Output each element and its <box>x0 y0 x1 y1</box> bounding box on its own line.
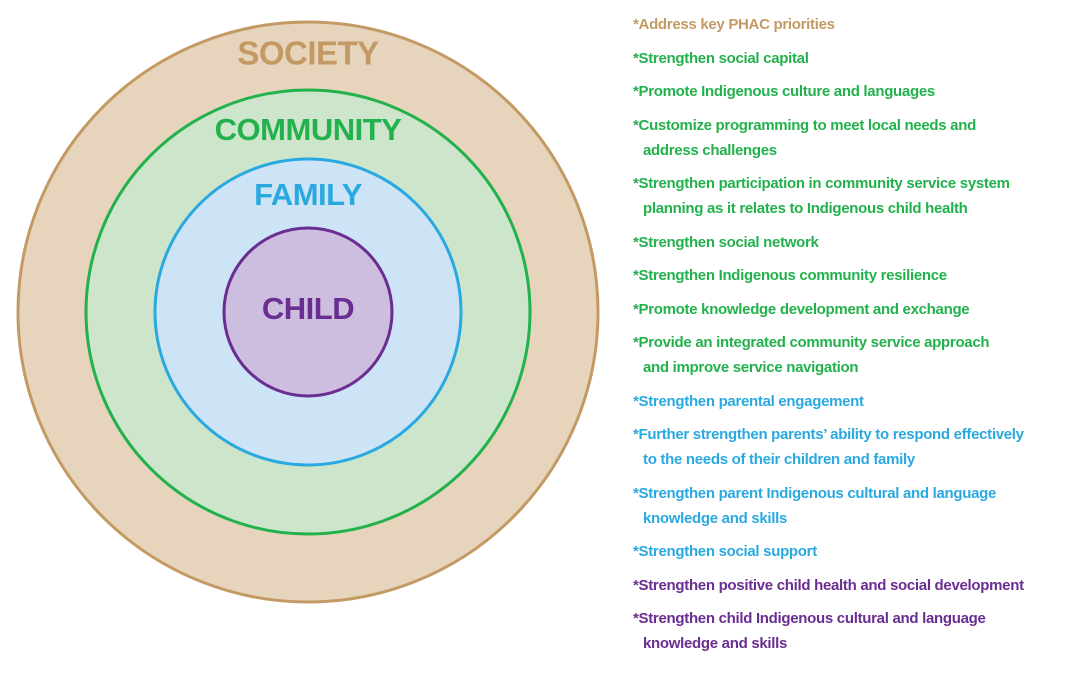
priority-item-community: *Strengthen Indigenous community resilie… <box>633 263 1063 288</box>
nested-circles-diagram: SOCIETY COMMUNITY FAMILY CHILD <box>16 20 600 604</box>
priority-item-family: *Strengthen parental engagement <box>633 389 1063 414</box>
priority-item-line: *Promote Indigenous culture and language… <box>633 83 935 100</box>
priority-item-family: *Strengthen social support <box>633 539 1063 564</box>
priority-item-line: *Strengthen Indigenous community resilie… <box>633 267 947 284</box>
priority-item-community: *Strengthen participation in community s… <box>633 171 1063 221</box>
priority-item-line: *Provide an integrated community service… <box>633 334 990 351</box>
priority-item-line: *Address key PHAC priorities <box>633 16 835 33</box>
priority-item-line: *Strengthen parental engagement <box>633 392 864 410</box>
community-label: COMMUNITY <box>215 112 402 147</box>
priority-item-line: knowledge and skills <box>643 509 788 527</box>
priority-item-community: *Promote knowledge development and excha… <box>633 297 1063 322</box>
priority-item-family: *Further strengthen parents’ ability to … <box>633 422 1063 472</box>
priority-item-society: *Address key PHAC priorities <box>633 12 1063 37</box>
priority-item-child: *Strengthen child Indigenous cultural an… <box>633 606 1063 656</box>
priority-item-child: *Strengthen positive child health and so… <box>633 573 1063 598</box>
society-label: SOCIETY <box>237 35 379 72</box>
priority-item-community: *Customize programming to meet local nee… <box>633 113 1063 163</box>
priority-item-line: *Strengthen social capital <box>633 49 809 67</box>
child-circle <box>222 226 394 398</box>
priority-item-family: *Strengthen parent Indigenous cultural a… <box>633 481 1063 531</box>
priority-item-line: *Further strengthen parents’ ability to … <box>633 426 1024 443</box>
priority-item-community: *Strengthen social network <box>633 230 1063 255</box>
priority-item-line: *Strengthen social network <box>633 233 819 251</box>
priority-item-line: to the needs of their children and famil… <box>643 451 915 468</box>
priority-item-community: *Strengthen social capital <box>633 46 1063 71</box>
priority-list: *Address key PHAC priorities *Strengthen … <box>633 12 1063 665</box>
priority-item-community: *Promote Indigenous culture and language… <box>633 79 1063 104</box>
child-label: CHILD <box>262 291 354 326</box>
priority-item-line: address challenges <box>643 141 777 159</box>
priority-item-community: *Provide an integrated community service… <box>633 330 1063 380</box>
priority-item-line: *Strengthen parent Indigenous cultural a… <box>633 484 997 502</box>
priority-item-line: planning as it relates to Indigenous chi… <box>643 200 968 217</box>
family-label: FAMILY <box>254 177 363 212</box>
priority-item-line: and improve service navigation <box>643 359 859 376</box>
priority-item-line: *Strengthen participation in community s… <box>633 175 1010 192</box>
priority-item-line: *Promote knowledge development and excha… <box>633 300 970 318</box>
priority-item-line: knowledge and skills <box>643 635 788 652</box>
priority-item-line: *Strengthen child Indigenous cultural an… <box>633 610 986 627</box>
priority-item-line: *Customize programming to meet local nee… <box>633 116 976 134</box>
priority-item-line: *Strengthen social support <box>633 543 817 560</box>
priority-item-line: *Strengthen positive child health and so… <box>633 576 1024 594</box>
